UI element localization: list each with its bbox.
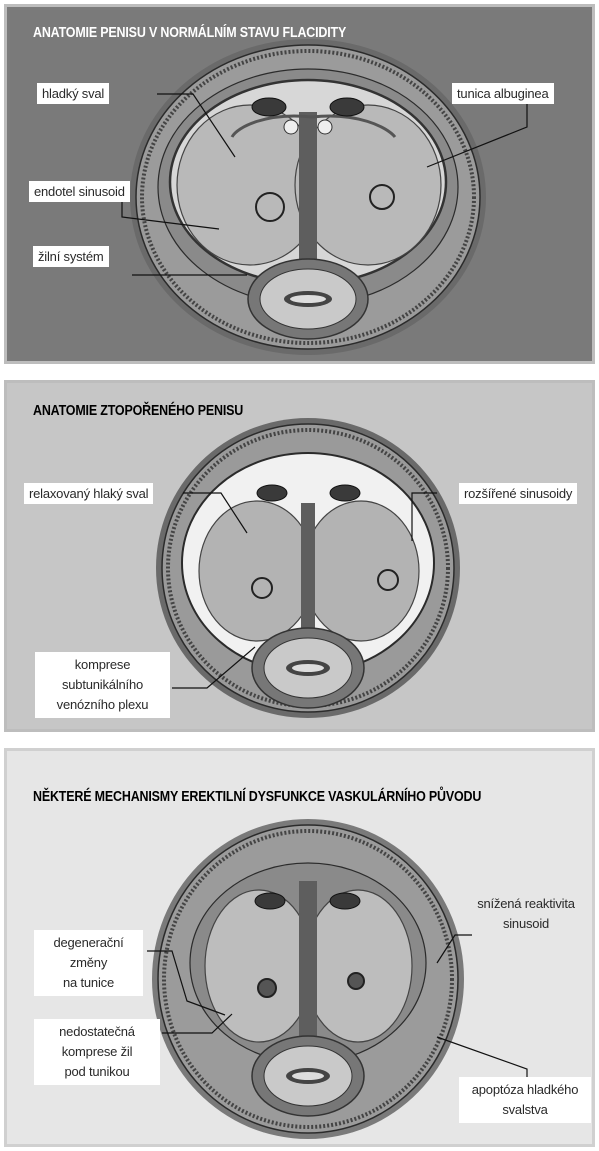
label-insufficient-compression: nedostatečná komprese žil pod tunikou — [34, 1019, 160, 1085]
label-degenerative-changes: degenerační změny na tunice — [34, 930, 143, 996]
panel-flaccid: ANATOMIE PENISU V NORMÁLNÍM STAVU FLACID… — [4, 4, 595, 364]
label-line: komprese žil — [34, 1042, 160, 1062]
label-line: na tunice — [34, 973, 143, 993]
label-tunica-albuginea: tunica albuginea — [452, 83, 554, 104]
label-line: komprese — [35, 655, 170, 675]
label-line: svalstva — [459, 1100, 591, 1120]
label-line: subtunikálního — [35, 675, 170, 695]
label-line: sinusoid — [469, 914, 583, 934]
label-line: změny — [34, 953, 143, 973]
panel-erect: ANATOMIE ZTOPOŘENÉHO PENISU relaxovaný h… — [4, 380, 595, 732]
label-smooth-muscle: hladký sval — [37, 83, 109, 104]
label-venous-plexus-compression: komprese subtunikálního venózního plexu — [35, 652, 170, 718]
label-venous-system: žilní systém — [33, 246, 109, 267]
label-dilated-sinusoids: rozšířené sinusoidy — [459, 483, 577, 504]
label-line: venózního plexu — [35, 695, 170, 715]
label-line: degenerační — [34, 933, 143, 953]
label-endothelium: endotel sinusoid — [29, 181, 130, 202]
label-relaxed-muscle: relaxovaný hlaký sval — [24, 483, 153, 504]
label-reduced-reactivity: snížená reaktivita sinusoid — [469, 891, 583, 937]
panel-dysfunction: NĚKTERÉ MECHANISMY EREKTILNÍ DYSFUNKCE V… — [4, 748, 595, 1147]
label-line: pod tunikou — [34, 1062, 160, 1082]
label-line: nedostatečná — [34, 1022, 160, 1042]
label-line: apoptóza hladkého — [459, 1080, 591, 1100]
label-line: snížená reaktivita — [469, 894, 583, 914]
label-apoptosis: apoptóza hladkého svalstva — [459, 1077, 591, 1123]
